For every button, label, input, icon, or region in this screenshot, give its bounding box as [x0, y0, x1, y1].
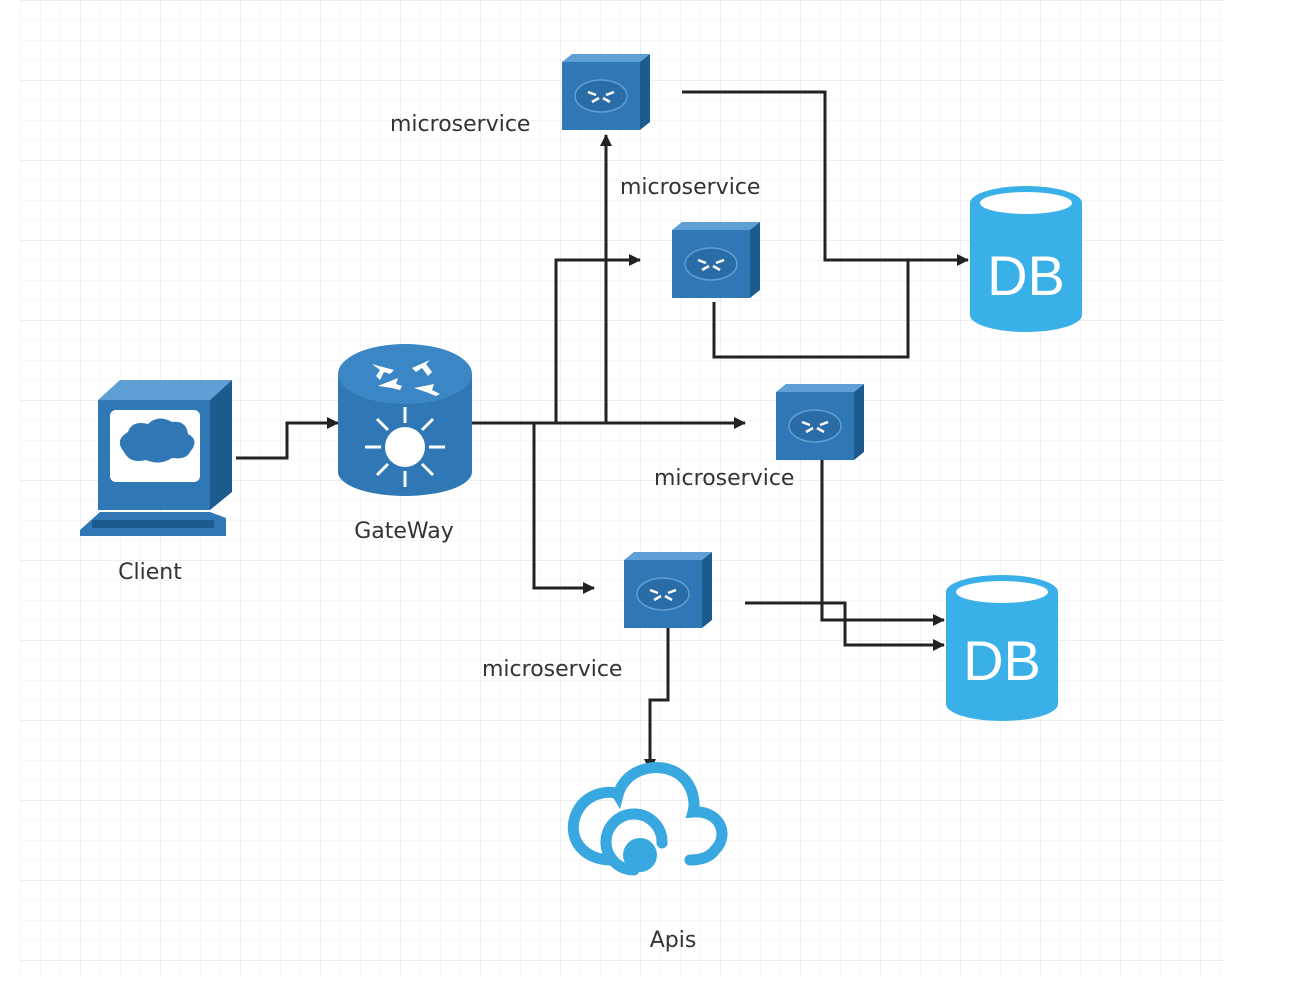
service-3-label: microservice — [654, 466, 795, 491]
router-box-icon[interactable] — [776, 384, 864, 460]
router-box-icon[interactable] — [672, 222, 760, 298]
client-label: Client — [118, 560, 182, 585]
router-box-icon[interactable] — [562, 54, 650, 130]
edge-service-4-apis — [644, 628, 670, 771]
apis-label: Apis — [649, 928, 697, 953]
connectors — [236, 90, 969, 771]
edge-service-3-db-2 — [820, 460, 945, 626]
gateway-label: GateWay — [354, 519, 454, 544]
service-1-label: microservice — [390, 112, 531, 137]
cloud-api-dot — [623, 838, 657, 872]
db-2-label: DB — [963, 629, 1041, 692]
edge-service-4-db-2 — [745, 601, 945, 651]
service-2-label: microservice — [620, 175, 761, 200]
edge-service-1-db-1 — [682, 90, 969, 266]
gateway-router-icon[interactable] — [338, 344, 472, 496]
db-1-label: DB — [987, 244, 1065, 307]
service-4-label: microservice — [482, 657, 623, 682]
router-box-icon[interactable] — [624, 552, 712, 628]
cloud-api-icon[interactable] — [567, 762, 728, 876]
edge-gateway-service-2 — [554, 254, 641, 423]
database-icon[interactable]: DB — [970, 186, 1082, 332]
computer-icon[interactable] — [80, 380, 232, 536]
edge-client-gateway — [236, 417, 339, 460]
edge-service-2-db-1 — [712, 260, 910, 359]
database-icon[interactable]: DB — [946, 575, 1058, 721]
edge-gateway-service-4 — [532, 423, 595, 594]
